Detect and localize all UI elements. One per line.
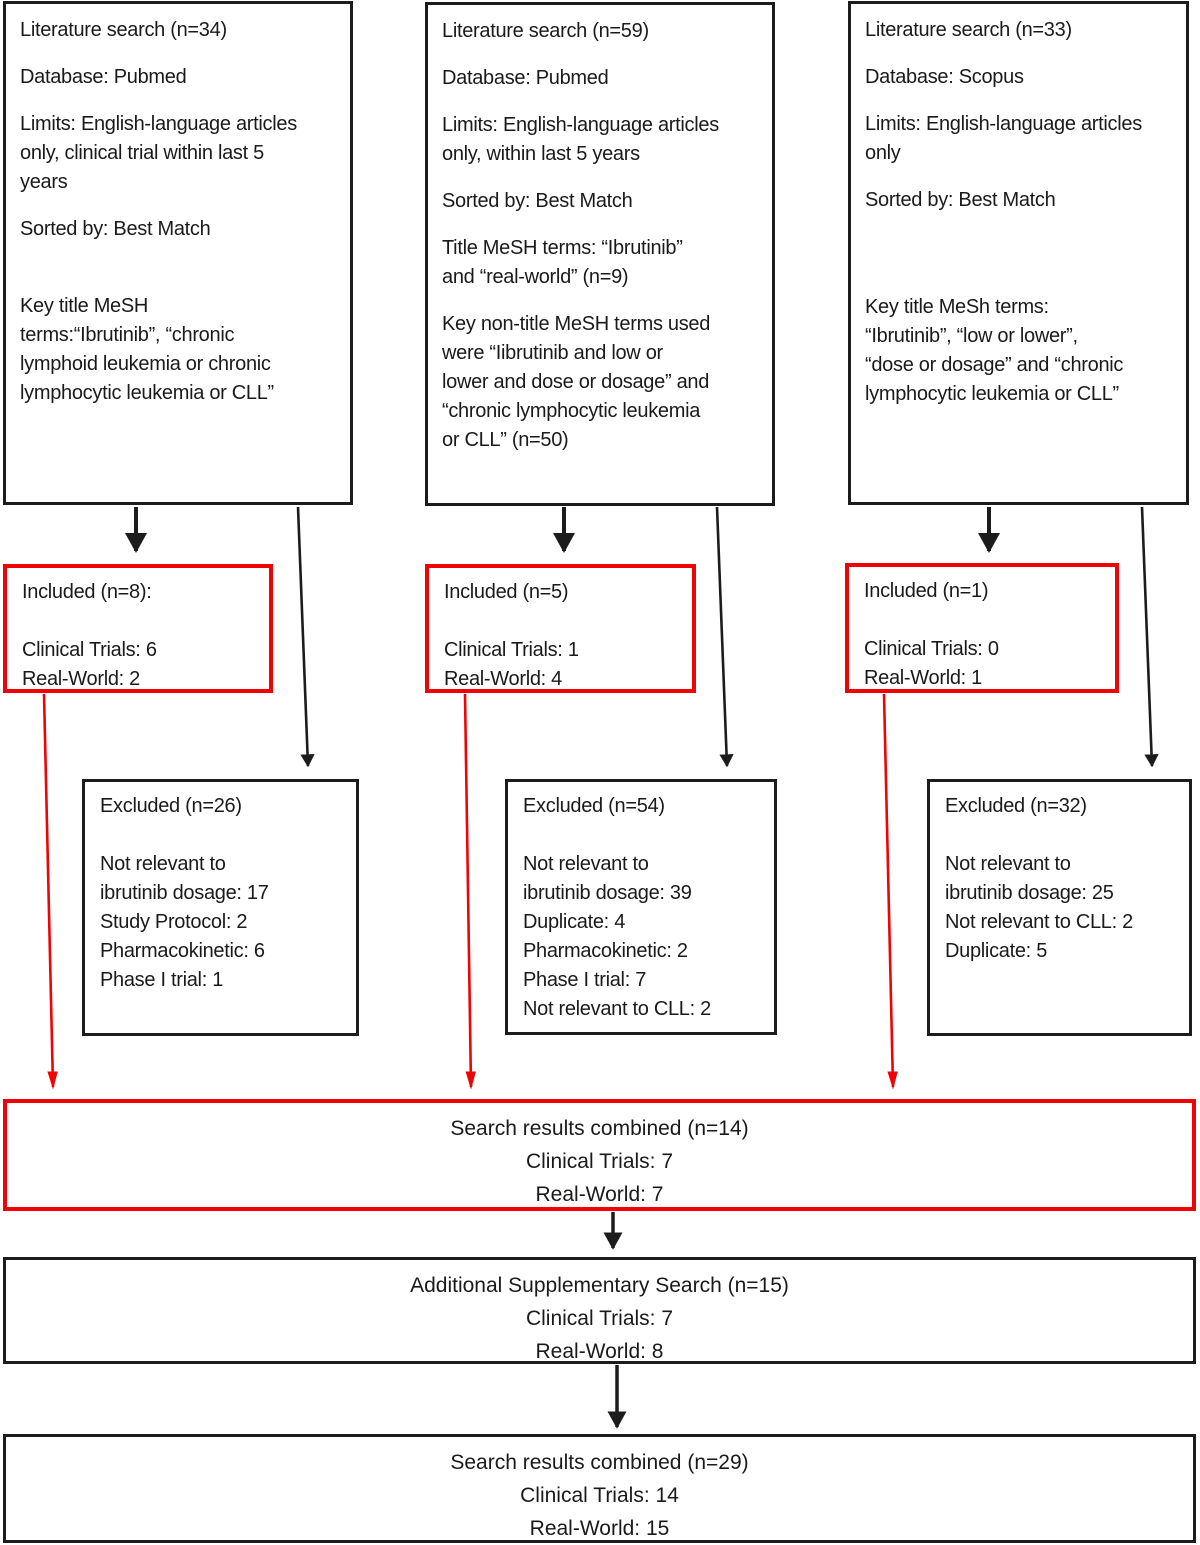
arrow-included1-to-combined — [42, 693, 58, 1090]
literature-2-database: Database: Pubmed — [442, 67, 609, 89]
literature-3-sort: Sorted by: Best Match — [865, 189, 1056, 211]
supplementary-search-text: Additional Supplementary Search (n=15) C… — [410, 1274, 789, 1363]
arrow-included3-to-combined — [882, 693, 898, 1090]
included-box-1-text: Included (n=8): Clinical Trials: 6 Real-… — [22, 581, 157, 690]
excluded-box-3-text: Excluded (n=32) Not relevant to ibrutini… — [945, 795, 1133, 962]
combined-results-box: Search results combined (n=14) Clinical … — [3, 1099, 1196, 1211]
excluded-box-2: Excluded (n=54) Not relevant to ibrutini… — [505, 779, 777, 1035]
arrow-lit1-to-excluded1 — [296, 506, 315, 768]
literature-2-title: Literature search (n=59) — [442, 20, 649, 42]
literature-3-terms: Key title MeSh terms: “Ibrutinib”, “low … — [865, 296, 1124, 405]
literature-1-terms: Key title MeSH terms:“Ibrutinib”, “chron… — [20, 295, 274, 404]
literature-1-database: Database: Pubmed — [20, 66, 187, 88]
literature-1-limits: Limits: English-language articles only, … — [20, 113, 297, 193]
literature-search-box-2: Literature search (n=59) Database: Pubme… — [425, 2, 775, 506]
literature-3-limits: Limits: English-language articles only — [865, 113, 1142, 164]
literature-2-title-terms: Title MeSH terms: “Ibrutinib” and “real-… — [442, 237, 683, 288]
final-combined-box: Search results combined (n=29) Clinical … — [3, 1434, 1196, 1543]
excluded-box-3: Excluded (n=32) Not relevant to ibrutini… — [927, 779, 1192, 1036]
literature-search-box-3: Literature search (n=33) Database: Scopu… — [848, 1, 1189, 505]
arrow-included2-to-combined — [463, 693, 476, 1090]
supplementary-search-box: Additional Supplementary Search (n=15) C… — [3, 1257, 1196, 1364]
excluded-box-2-text: Excluded (n=54) Not relevant to ibrutini… — [523, 795, 711, 1020]
literature-1-title: Literature search (n=34) — [20, 19, 227, 41]
included-box-3: Included (n=1) Clinical Trials: 0 Real-W… — [845, 563, 1119, 693]
literature-2-nontitle-terms: Key non-title MeSH terms used were “Iibr… — [442, 313, 711, 451]
excluded-box-1-text: Excluded (n=26) Not relevant to ibrutini… — [100, 795, 269, 991]
literature-3-database: Database: Scopus — [865, 66, 1024, 88]
included-box-2-text: Included (n=5) Clinical Trials: 1 Real-W… — [444, 581, 579, 690]
literature-search-box-1: Literature search (n=34) Database: Pubme… — [3, 1, 353, 505]
literature-2-limits: Limits: English-language articles only, … — [442, 114, 719, 165]
literature-3-title: Literature search (n=33) — [865, 19, 1072, 41]
literature-1-sort: Sorted by: Best Match — [20, 218, 211, 240]
final-combined-text: Search results combined (n=29) Clinical … — [450, 1451, 749, 1540]
included-box-3-text: Included (n=1) Clinical Trials: 0 Real-W… — [864, 580, 999, 689]
arrow-lit2-to-excluded2 — [715, 506, 734, 768]
excluded-box-1: Excluded (n=26) Not relevant to ibrutini… — [82, 779, 359, 1036]
included-box-2: Included (n=5) Clinical Trials: 1 Real-W… — [425, 564, 696, 693]
combined-results-text: Search results combined (n=14) Clinical … — [450, 1117, 749, 1206]
literature-2-sort: Sorted by: Best Match — [442, 190, 633, 212]
included-box-1: Included (n=8): Clinical Trials: 6 Real-… — [3, 564, 273, 693]
arrow-lit3-to-excluded3 — [1140, 506, 1159, 768]
